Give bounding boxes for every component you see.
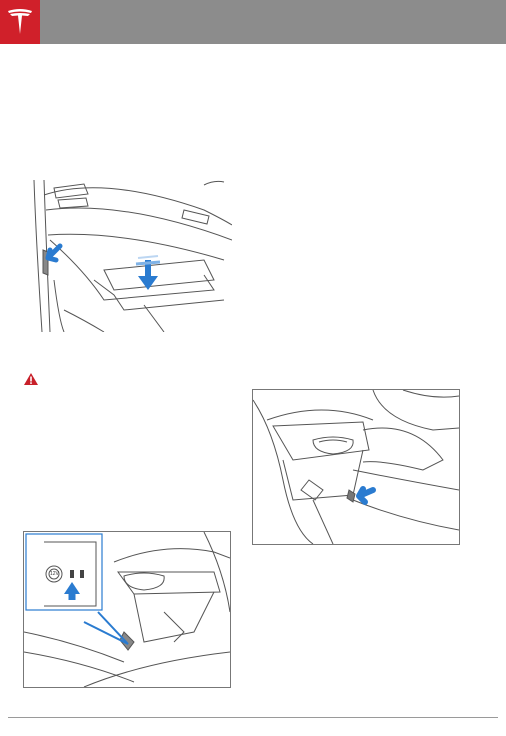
footer-rule bbox=[8, 717, 498, 718]
brand-logo bbox=[0, 0, 40, 44]
warning-triangle-icon bbox=[24, 373, 38, 385]
front-console-usb-illustration: 12V bbox=[23, 531, 231, 688]
glovebox-illustration bbox=[24, 180, 232, 332]
rear-console-illustration bbox=[252, 389, 460, 545]
tesla-logo-icon bbox=[8, 9, 32, 34]
header-bar bbox=[0, 0, 506, 44]
outlet-label: 12V bbox=[50, 571, 59, 577]
